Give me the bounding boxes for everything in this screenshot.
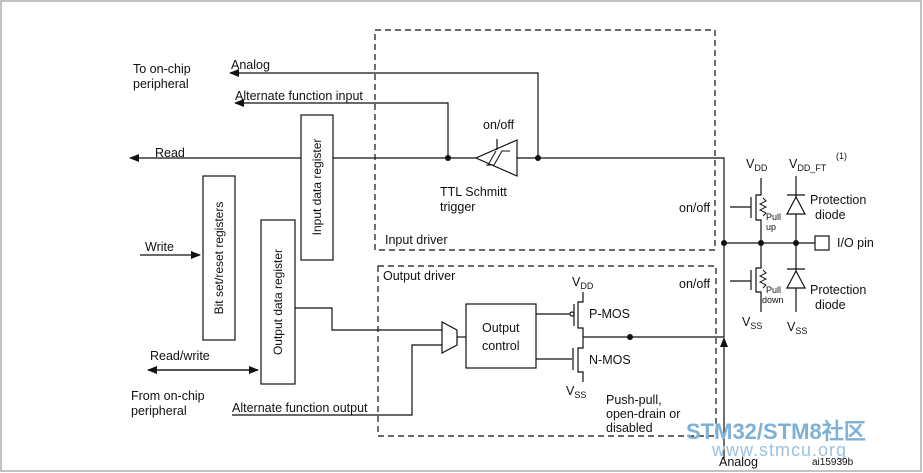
analog-top-line [229, 69, 539, 158]
watermark-brand: STM32/STM8社区 [686, 419, 866, 444]
push-pull-label-1: Push-pull, [606, 393, 662, 407]
pmos-vdd-label: VDD [572, 275, 594, 291]
pulldown-vss-label: VSS [742, 315, 763, 331]
output-control-label-1: Output [482, 321, 520, 335]
alt-func-output-line [232, 344, 442, 416]
protection-diode-bottom [786, 269, 806, 289]
analog-bottom-label: Analog [719, 455, 758, 469]
from-onchip-label-1: From on-chip [131, 389, 205, 403]
output-data-register-label: Output data register [271, 248, 285, 356]
push-pull-label-2: open-drain or [606, 407, 681, 421]
input-data-register-box [300, 114, 334, 261]
figure-id: ai15939b [812, 457, 854, 468]
input-data-register-label: Input data register [310, 138, 324, 236]
analog-top-label: Analog [231, 58, 270, 72]
pull-up-label-2: up [766, 222, 777, 232]
protection-bottom-label-2: diode [815, 298, 846, 312]
pmos-transistor [577, 292, 584, 337]
output-control-label-2: control [482, 339, 520, 353]
io-pin-label: I/O pin [837, 236, 874, 250]
to-onchip-label-1: To on-chip [133, 62, 191, 76]
protection-diode-top [786, 195, 806, 215]
onoff-pulldown-label: on/off [679, 277, 711, 291]
write-label: Write [145, 240, 174, 254]
read-write-label: Read/write [150, 349, 210, 363]
pull-up-label-1: Pull [766, 212, 782, 222]
nmos-transistor [577, 337, 584, 382]
pull-down-label-1: Pull [766, 285, 782, 295]
bit-set-reset-label: Bit set/reset registers [212, 201, 226, 315]
output-driver-box [377, 265, 717, 437]
pmos-label: P-MOS [589, 307, 630, 321]
protection-bottom-label-1: Protection [810, 283, 867, 297]
to-onchip-label-2: peripheral [133, 77, 189, 91]
diode-vss-label: VSS [787, 320, 808, 336]
alt-func-input-label: Alternate function input [235, 89, 363, 103]
vdd-ft-label: VDD_FT [789, 157, 827, 173]
onoff-trigger-label: on/off [483, 118, 515, 132]
odr-to-mux-line [295, 307, 442, 331]
input-driver-label: Input driver [385, 233, 448, 247]
ttl-label-1: TTL Schmitt [440, 185, 507, 199]
nmos-label: N-MOS [589, 353, 631, 367]
protection-top-label-1: Protection [810, 193, 867, 207]
io-pin-box [814, 235, 830, 251]
output-data-register-box [260, 219, 296, 385]
alt-func-input-line [234, 99, 449, 158]
pull-down-transistor [755, 243, 762, 312]
watermark-url: www.stmcu.org [712, 440, 848, 460]
input-driver-box [374, 29, 716, 251]
nmos-vss-label: VSS [566, 384, 587, 400]
pullup-vdd-label: VDD [746, 157, 768, 173]
from-onchip-label-2: peripheral [131, 404, 187, 418]
read-label: Read [155, 146, 185, 160]
footnote-ref: (1) [836, 151, 847, 161]
output-driver-label: Output driver [383, 269, 456, 283]
bit-set-reset-box [202, 175, 236, 341]
push-pull-label-3: disabled [606, 421, 653, 435]
onoff-pullup-label: on/off [679, 201, 711, 215]
protection-top-label-2: diode [815, 208, 846, 222]
schmitt-to-pad-line [517, 157, 725, 243]
output-control-box [465, 303, 537, 369]
output-mux [441, 321, 458, 354]
pull-down-label-2: down [762, 295, 784, 305]
alt-func-output-label: Alternate function output [232, 401, 368, 415]
ttl-label-2: trigger [440, 200, 476, 214]
pull-up-transistor [755, 178, 762, 243]
